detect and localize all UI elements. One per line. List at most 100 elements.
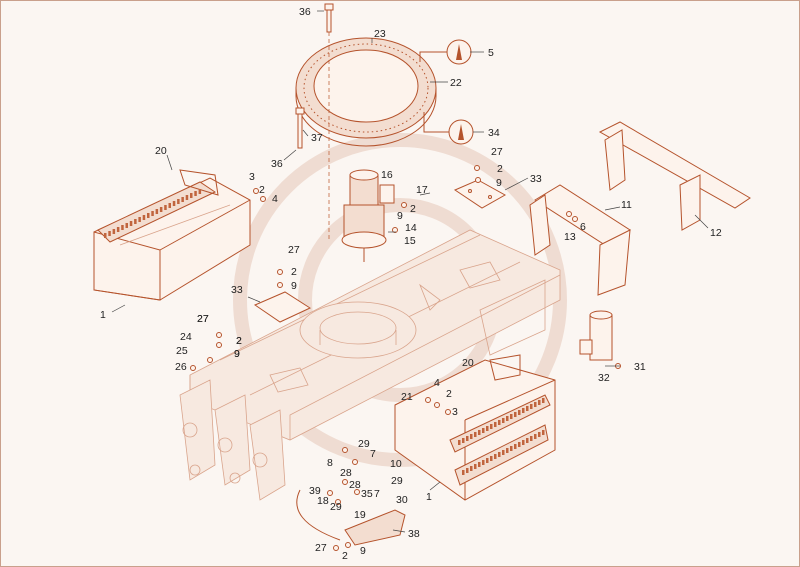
washer (333, 545, 339, 551)
callout-38: 38 (408, 528, 420, 540)
cover-plate-33-left (253, 291, 312, 323)
callout-27-bottom: 27 (315, 542, 327, 554)
grease-symbol-5 (419, 39, 472, 65)
callout-37: 37 (311, 132, 323, 144)
callout-3-right: 3 (452, 406, 458, 418)
callout-8: 8 (327, 457, 333, 469)
callout-2-lower: 2 (236, 335, 242, 347)
tread-tooth (198, 189, 202, 194)
callout-20-right: 20 (462, 357, 474, 369)
shield-38 (296, 489, 406, 546)
tread-tooth (474, 464, 477, 469)
callout-18: 18 (317, 495, 329, 507)
callout-2-right2: 2 (446, 388, 452, 400)
callout-10: 10 (390, 458, 402, 470)
washer (352, 459, 358, 465)
tread-tooth (138, 217, 141, 222)
tread-tooth (502, 450, 505, 455)
tread-tooth (466, 468, 469, 473)
washer (342, 479, 348, 485)
tread-tooth (518, 410, 521, 415)
tread-tooth (462, 438, 465, 443)
tread-tooth (486, 458, 489, 463)
callout-25: 25 (176, 345, 188, 357)
pump-32 (579, 310, 613, 361)
callout-9-bottom: 9 (360, 545, 366, 557)
tread-tooth (482, 428, 485, 433)
tread-tooth (498, 452, 501, 457)
callout-27-center: 27 (288, 244, 300, 256)
cover-plate-33-right (453, 179, 507, 209)
callout-13: 13 (564, 231, 576, 243)
callout-12: 12 (710, 227, 722, 239)
tread-tooth (486, 426, 489, 431)
callout-4-right: 4 (434, 377, 440, 389)
callout-31: 31 (634, 361, 646, 373)
washer (327, 490, 333, 496)
main-frame (179, 229, 561, 501)
callout-labels: 36 23 5 22 34 37 36 20 3 2 4 27 2 9 16 1… (100, 6, 722, 562)
tread-tooth (125, 223, 128, 228)
tread-tooth (514, 444, 517, 449)
bolt-37 (295, 107, 305, 149)
tread-tooth (490, 424, 493, 429)
callout-28-b: 28 (349, 479, 361, 491)
callout-26: 26 (175, 361, 187, 373)
tread-tooth (490, 456, 493, 461)
callout-28-a: 28 (340, 467, 352, 479)
right-step-platform (394, 354, 556, 501)
tread-tooth (121, 225, 124, 230)
tread-tooth (506, 416, 509, 421)
washer (425, 397, 431, 403)
tread-tooth (498, 420, 501, 425)
callout-9-left2: 9 (234, 348, 240, 360)
callout-2-left2: 2 (236, 335, 242, 347)
washer (475, 177, 481, 183)
callout-9-right: 9 (496, 177, 502, 189)
tread-tooth (518, 442, 521, 447)
callout-24: 24 (180, 331, 192, 343)
washer (474, 165, 480, 171)
callout-29-a: 29 (358, 438, 370, 450)
tread-tooth (534, 402, 537, 407)
callout-17: 17 (416, 184, 428, 196)
washer (572, 216, 578, 222)
callout-33-right: 33 (530, 173, 542, 185)
tread-tooth (478, 462, 481, 467)
tread-tooth (108, 231, 111, 236)
tread-tooth (510, 446, 513, 451)
callout-15: 15 (404, 235, 416, 247)
callout-14: 14 (405, 222, 417, 234)
washer (354, 489, 360, 495)
slewing-ring (295, 37, 437, 147)
callout-33-left: 33 (231, 284, 243, 296)
swivel-joint (341, 169, 395, 262)
hardware-cluster (190, 165, 621, 551)
callout-1-left: 1 (100, 309, 106, 321)
tread-tooth (534, 434, 537, 439)
callout-2-center: 2 (291, 266, 297, 278)
tread-tooth (478, 430, 481, 435)
tread-tooth (151, 211, 154, 216)
washer (434, 402, 440, 408)
tread-tooth (514, 412, 517, 417)
tread-tooth (190, 193, 193, 198)
callout-5: 5 (488, 47, 494, 59)
tread-tooth (530, 404, 533, 409)
callout-2-bottom: 2 (342, 550, 348, 562)
tread-tooth (506, 448, 509, 453)
callout-9-swivel: 9 (397, 210, 403, 222)
callout-20-left: 20 (155, 145, 167, 157)
callout-2-swivel: 2 (410, 203, 416, 215)
callout-4-left: 4 (272, 193, 278, 205)
tread-tooth (458, 440, 461, 445)
tread-tooth (181, 197, 184, 202)
callout-39: 39 (309, 485, 321, 497)
callout-32: 32 (598, 372, 610, 384)
washer (207, 357, 213, 363)
tread-tooth (155, 209, 159, 214)
callout-30: 30 (396, 494, 408, 506)
tread-tooth (538, 432, 541, 437)
callout-1-right: 1 (426, 491, 432, 503)
